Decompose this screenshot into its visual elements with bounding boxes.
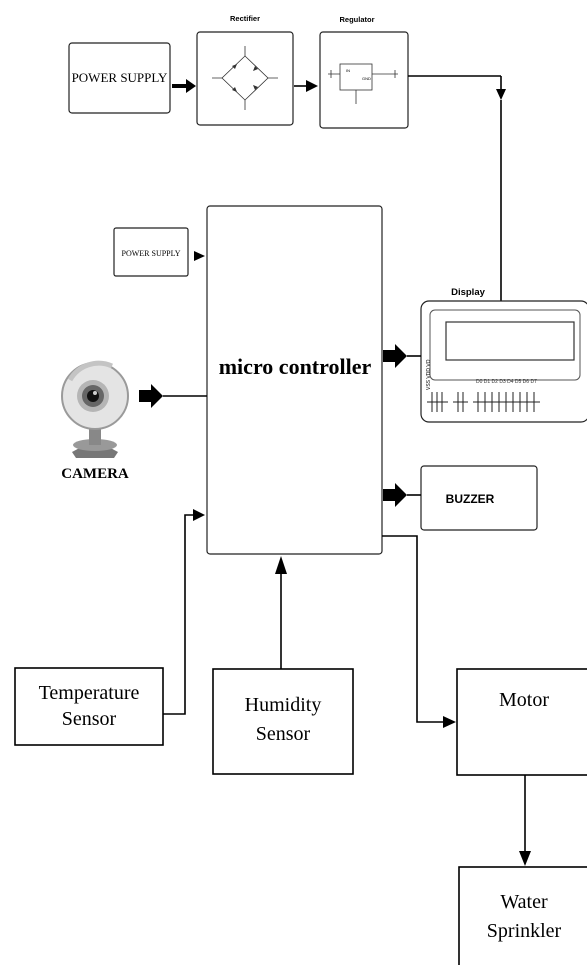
- arrow-rectifier-to-regulator: [294, 80, 318, 92]
- regulator-title: Regulator: [339, 15, 374, 24]
- rectifier-block: Rectifier: [196, 14, 294, 126]
- humidity-to-mcu-line: [275, 556, 287, 669]
- power-supply-small-block: POWER SUPPLY: [113, 227, 189, 277]
- motor-label: Motor: [499, 689, 549, 711]
- webcam-icon: [61, 360, 129, 458]
- arrow-mcu-to-buzzer: [383, 483, 421, 507]
- arrow-psu-to-rectifier: [172, 79, 196, 93]
- humidity-sensor-line-2: Sensor: [256, 723, 311, 745]
- rectifier-title: Rectifier: [230, 14, 260, 23]
- mcu-to-motor-line: [382, 535, 456, 728]
- regulator-to-display-line: [408, 75, 506, 301]
- arrow-camera-to-mcu: [139, 384, 207, 408]
- motor-block: Motor: [456, 668, 587, 776]
- temperature-sensor-line-1: Temperature: [39, 682, 140, 704]
- water-sprinkler-line-1: Water: [500, 891, 548, 913]
- camera-label: CAMERA: [61, 466, 129, 482]
- temperature-sensor-block: Temperature Sensor: [14, 667, 164, 746]
- svg-text:IN: IN: [346, 68, 350, 73]
- temperature-to-mcu-line: [163, 509, 205, 715]
- water-sprinkler-block: Water Sprinkler: [458, 866, 587, 965]
- micro-controller-block: micro controller: [206, 205, 383, 555]
- svg-text:VSS VDD VO: VSS VDD VO: [426, 359, 432, 390]
- micro-controller-label: micro controller: [219, 354, 372, 379]
- power-supply-top-label: POWER SUPPLY: [72, 70, 168, 85]
- lcd-module-icon: VSS VDD VO D0 D1 D2 D3 D4 D5 D6 D7: [426, 309, 581, 412]
- display-title: Display: [451, 287, 486, 298]
- buzzer-label: BUZZER: [446, 492, 495, 506]
- svg-text:D0 D1 D2 D3 D4 D5 D6 D7: D0 D1 D2 D3 D4 D5 D6 D7: [476, 379, 537, 385]
- camera-block: CAMERA: [61, 360, 129, 482]
- svg-text:GND: GND: [362, 76, 371, 81]
- water-sprinkler-line-2: Sprinkler: [487, 920, 562, 942]
- display-block: Display VSS VDD VO D0 D1 D2 D3 D4 D5 D6 …: [420, 287, 587, 423]
- regulator-block: Regulator IN GND: [319, 15, 409, 129]
- arrow-small-psu-to-mcu: [194, 251, 205, 261]
- buzzer-block: BUZZER: [420, 465, 538, 531]
- motor-to-sprinkler-line: [519, 775, 531, 866]
- arrow-mcu-to-display: [383, 344, 421, 368]
- power-supply-top-block: POWER SUPPLY: [68, 42, 171, 114]
- humidity-sensor-block: Humidity Sensor: [212, 668, 354, 775]
- power-supply-small-label: POWER SUPPLY: [122, 249, 181, 258]
- humidity-sensor-line-1: Humidity: [245, 694, 322, 716]
- bridge-rectifier-icon: [212, 46, 278, 110]
- temperature-sensor-line-2: Sensor: [62, 708, 117, 730]
- voltage-regulator-icon: IN GND: [328, 63, 398, 104]
